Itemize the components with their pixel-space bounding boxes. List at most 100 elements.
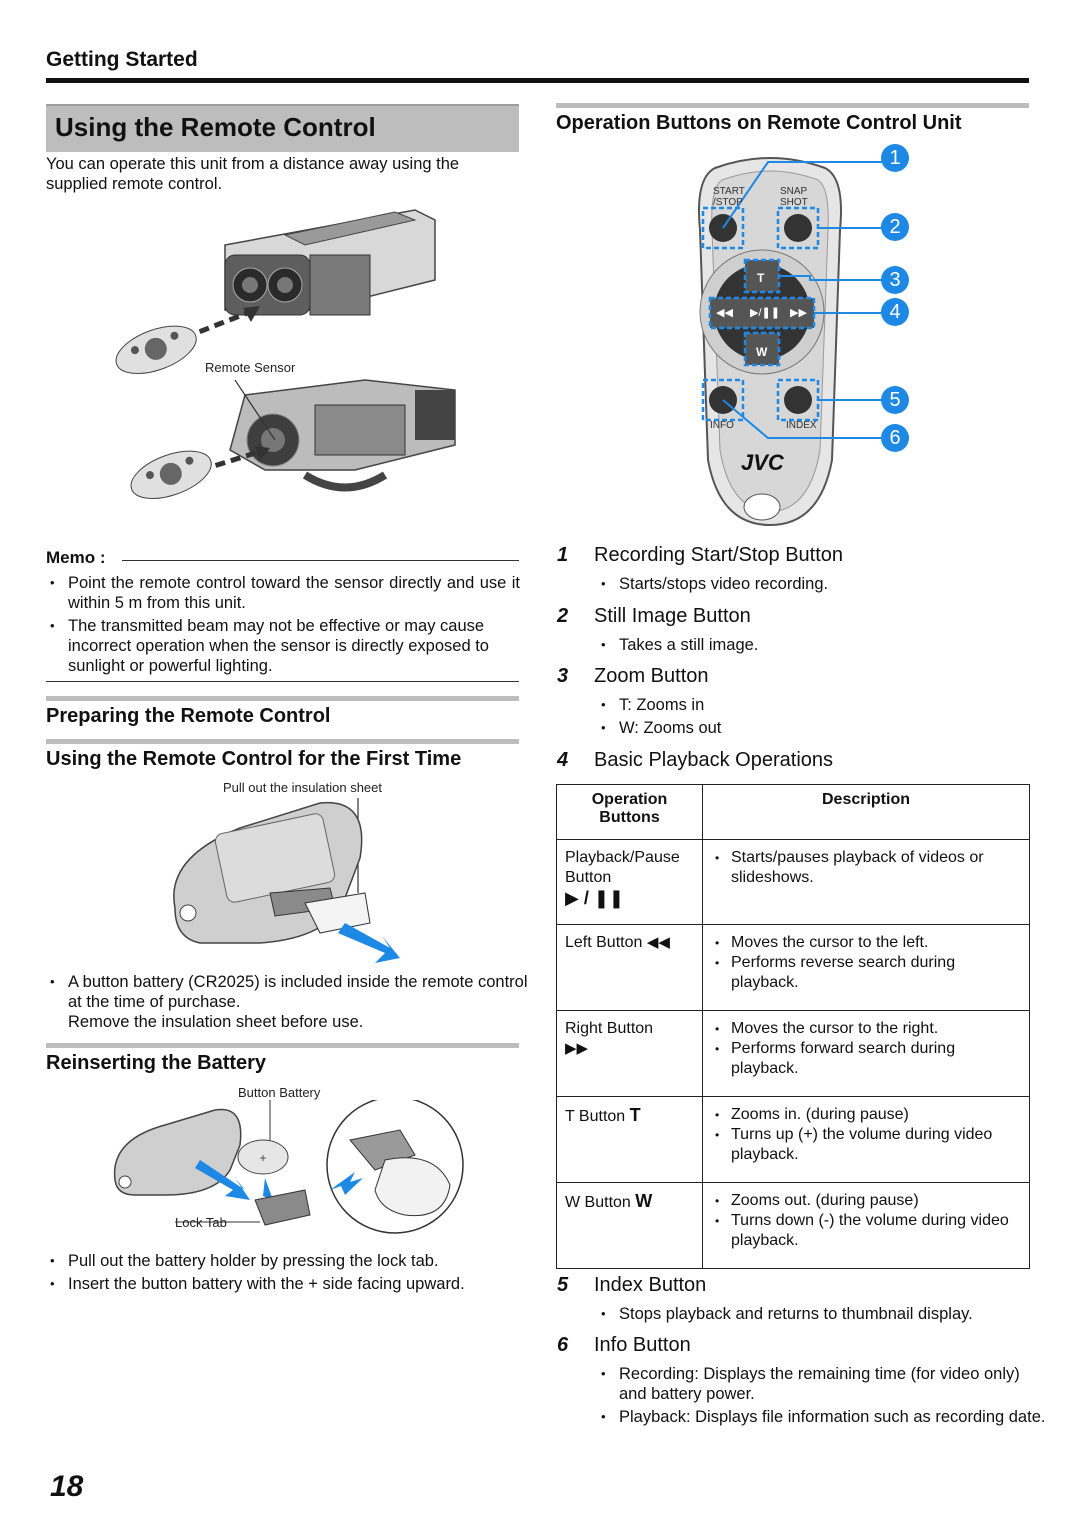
reinserting-rule [46, 1043, 519, 1048]
camera-remote-illustration [115, 209, 456, 499]
op-item-title: Basic Playback Operations [594, 749, 834, 771]
operation-rule [556, 103, 1029, 108]
description-item: Moves the cursor to the left. [711, 933, 1021, 953]
reinserting-bullet: Pull out the battery holder by pressing … [46, 1251, 538, 1271]
op-item-title: Still Image Button [594, 605, 751, 627]
description-item: Performs reverse search during playback. [711, 953, 1021, 993]
table-row: T Button T Zooms in. (during pause) Turn… [556, 1096, 1030, 1183]
callout-5: 5 [881, 386, 909, 414]
memo-item: Point the remote control toward the sens… [46, 573, 520, 613]
description-item: Moves the cursor to the right. [711, 1019, 1021, 1039]
preparing-note: Remove the insulation sheet before use. [68, 1013, 364, 1031]
operation-title: Operation Buttons on Remote Control Unit [556, 112, 962, 134]
preparing-rule [46, 696, 519, 701]
table-cell-description: Starts/pauses playback of videos or slid… [702, 839, 1030, 925]
reinserting-title: Reinserting the Battery [46, 1052, 267, 1074]
remote-label-info: INFO [710, 420, 734, 431]
t-icon: T [629, 1105, 641, 1125]
memo-bottom-rule [46, 681, 519, 682]
op-item-title: Zoom Button [594, 665, 709, 687]
w-icon: W [635, 1191, 653, 1211]
remote-illustration [698, 157, 885, 527]
op-item-title: Info Button [594, 1334, 691, 1356]
description-item: Zooms out. (during pause) [711, 1191, 1021, 1211]
op-item-number: 3 [557, 665, 569, 687]
op-item-bullet: T: Zooms in [597, 695, 1039, 715]
rewind-icon: ◀◀ [646, 934, 670, 951]
svg-text:+: + [259, 1151, 266, 1165]
table-cell-button: Playback/Pause Button ▶ / ❚❚ [556, 839, 703, 925]
op-item-number: 5 [557, 1274, 569, 1296]
remote-label-play: ▶/❚❚ [750, 307, 780, 319]
op-item-bullet: Starts/stops video recording. [597, 574, 1039, 594]
callout-2: 2 [881, 213, 909, 241]
table-cell-button: Right Button ▶▶ [556, 1010, 703, 1097]
preparing-title: Preparing the Remote Control [46, 705, 331, 727]
description-item: Performs forward search during playback. [711, 1039, 1021, 1079]
description-item: Zooms in. (during pause) [711, 1105, 1021, 1125]
callout-1: 1 [881, 144, 909, 172]
button-name: Playback/Pause Button [565, 849, 680, 886]
table-row: Left Button ◀◀ Moves the cursor to the l… [556, 924, 1030, 1011]
fast-forward-icon: ▶▶ [565, 1040, 589, 1057]
section-header: Getting Started [46, 48, 198, 71]
table-row: Right Button ▶▶ Moves the cursor to the … [556, 1010, 1030, 1097]
table-row: Playback/Pause Button ▶ / ❚❚ Starts/paus… [556, 839, 1030, 925]
battery-illustration: + [113, 1100, 464, 1234]
button-battery-label: Button Battery [238, 1085, 321, 1100]
reinserting-bullet: Insert the button battery with the + sid… [46, 1274, 538, 1294]
button-name: Left Button [565, 934, 643, 951]
remote-label-shot: SHOT [780, 197, 808, 208]
memo-label: Memo : [46, 548, 106, 567]
op-item-number: 6 [557, 1334, 569, 1356]
remote-label-index: INDEX [786, 420, 817, 431]
table-header-buttons: Operation Buttons [556, 784, 703, 840]
table-header-row: Operation Buttons Description [556, 784, 1030, 840]
table-row: W Button W Zooms out. (during pause) Tur… [556, 1182, 1030, 1269]
table-cell-description: Moves the cursor to the left. Performs r… [702, 924, 1030, 1011]
op-item-number: 1 [557, 544, 569, 566]
button-name: W Button [565, 1194, 631, 1211]
remote-label-stop: /STOP [713, 197, 743, 208]
preparing-bullet: A button battery (CR2025) is included in… [46, 972, 528, 1012]
op-item-bullet: Takes a still image. [597, 635, 1039, 655]
callout-3: 3 [881, 266, 909, 294]
page-title-text: Using the Remote Control [55, 112, 376, 142]
memo-item: The transmitted beam may not be effectiv… [46, 616, 520, 676]
op-item-bullet: Recording: Displays the remaining time (… [597, 1364, 1039, 1404]
table-cell-description: Zooms out. (during pause) Turns down (-)… [702, 1182, 1030, 1269]
remote-brand-logo: JVC [741, 450, 784, 475]
memo-rule [122, 560, 519, 561]
description-item: Starts/pauses playback of videos or slid… [711, 848, 1021, 888]
table-cell-description: Moves the cursor to the right. Performs … [702, 1010, 1030, 1097]
page-title: Using the Remote Control [46, 104, 519, 152]
table-cell-button: T Button T [556, 1096, 703, 1183]
table-cell-button: W Button W [556, 1182, 703, 1269]
remote-label-w: W [756, 345, 768, 359]
op-item-bullet: Playback: Displays file information such… [597, 1407, 1051, 1427]
op-item-title: Recording Start/Stop Button [594, 544, 844, 566]
remote-label-ff: ▶▶ [790, 307, 807, 319]
op-item-bullet: Stops playback and returns to thumbnail … [597, 1304, 1049, 1324]
insulation-label: Pull out the insulation sheet [223, 780, 382, 795]
remote-sensor-label: Remote Sensor [205, 360, 296, 375]
first-time-title: Using the Remote Control for the First T… [46, 748, 462, 770]
callout-4: 4 [881, 298, 909, 326]
button-name: Right Button [565, 1020, 654, 1037]
remote-label-rew: ◀◀ [716, 307, 733, 319]
op-item-bullet: W: Zooms out [597, 718, 1039, 738]
insulation-sheet-illustration [173, 798, 400, 963]
lock-tab-label: Lock Tab [175, 1215, 227, 1230]
remote-label-snap: SNAP [780, 186, 808, 197]
first-time-rule [46, 739, 519, 744]
intro-text: You can operate this unit from a distanc… [46, 155, 460, 193]
playback-operations-table: Operation Buttons Description Playback/P… [556, 784, 1030, 1269]
play-pause-icon: ▶ / ❚❚ [565, 888, 625, 908]
op-item-number: 4 [557, 749, 569, 771]
callout-6: 6 [881, 424, 909, 452]
table-header-description: Description [702, 784, 1030, 840]
header-rule [46, 78, 1029, 83]
remote-label-t: T [757, 271, 765, 285]
op-item-number: 2 [557, 605, 569, 627]
page-number: 18 [50, 1470, 84, 1503]
